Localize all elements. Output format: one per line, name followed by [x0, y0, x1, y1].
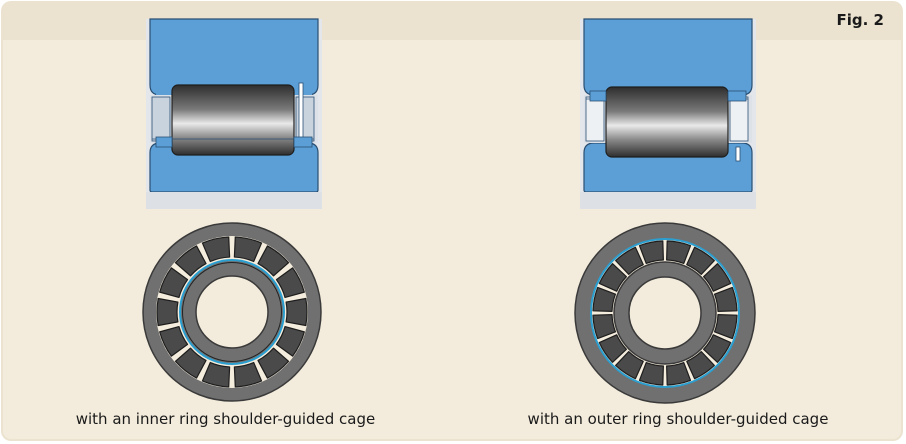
roller	[615, 246, 644, 275]
roller	[703, 263, 732, 292]
roller	[686, 246, 715, 275]
roller	[638, 240, 664, 265]
roller	[703, 334, 732, 363]
cross-section-outer-guided-icon	[580, 18, 756, 209]
roller	[598, 334, 627, 363]
roller	[285, 297, 308, 327]
roller	[592, 314, 617, 340]
ring-outer-guided-icon	[574, 222, 756, 404]
roller	[159, 267, 189, 299]
roller	[686, 351, 715, 380]
roller	[275, 267, 305, 299]
roller	[257, 347, 290, 379]
figure-label: Fig. 2	[836, 11, 884, 29]
caption-inner-guided: with an inner ring shoulder-guided cage	[75, 410, 376, 428]
roller	[275, 325, 305, 357]
roller	[713, 286, 738, 312]
figure-body	[3, 40, 901, 439]
ring-inner-guided-icon	[142, 222, 322, 402]
roller	[666, 361, 692, 386]
roller	[666, 240, 692, 265]
roller	[233, 236, 263, 263]
roller	[174, 245, 207, 277]
roller	[156, 297, 179, 327]
roller	[201, 361, 231, 388]
roller	[615, 351, 644, 380]
roller	[592, 286, 617, 312]
caption-outer-guided: with an outer ring shoulder-guided cage	[527, 410, 829, 428]
cross-section-inner-guided-icon	[146, 18, 322, 209]
roller	[257, 245, 290, 277]
roller	[638, 361, 664, 386]
roller	[713, 314, 738, 340]
roller	[598, 263, 627, 292]
roller	[201, 236, 231, 263]
roller	[159, 325, 189, 357]
roller	[174, 347, 207, 379]
roller	[233, 361, 263, 388]
